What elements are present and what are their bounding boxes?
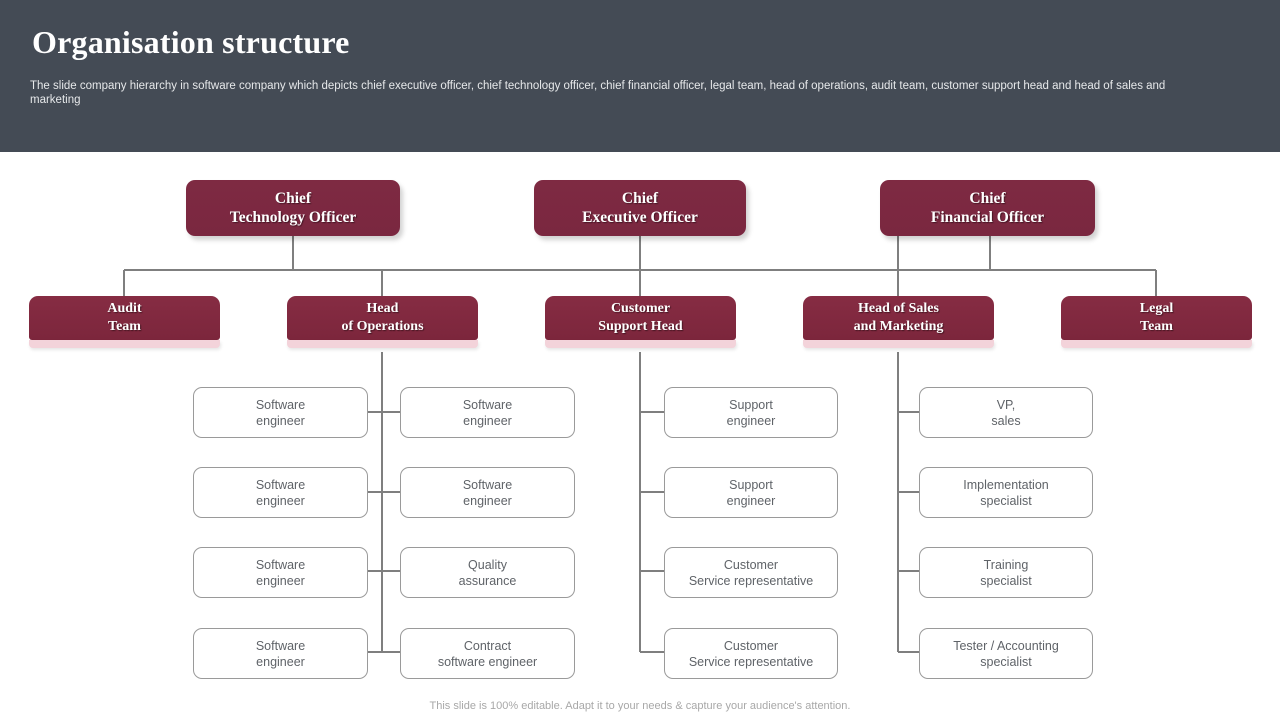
leaf-line-1: Software	[255, 397, 306, 412]
leaf-line-1: Software	[462, 477, 513, 492]
page-subtitle: The slide company hierarchy in software …	[30, 80, 1166, 106]
node-head-of-operations[interactable]: Head of Operations	[287, 296, 478, 348]
leaf-line-2: assurance	[458, 573, 517, 588]
node-line-2: Executive Officer	[582, 209, 698, 226]
leaf-line-1: Software	[255, 477, 306, 492]
node-line-1: Audit	[107, 301, 142, 316]
leaf-line-2: specialist	[980, 573, 1032, 588]
leaf-node[interactable]: Software engineer	[193, 628, 368, 679]
leaf-node[interactable]: Software engineer	[400, 387, 575, 438]
leaf-line-1: Quality	[468, 557, 507, 572]
page-title: Organisation structure	[32, 24, 350, 60]
footer-note: This slide is 100% editable. Adapt it to…	[429, 700, 851, 712]
leaf-node[interactable]: Tester / Accounting specialist	[919, 628, 1093, 679]
leaf-node[interactable]: Software engineer	[193, 467, 368, 518]
node-line-2: of Operations	[341, 319, 424, 334]
node-line-1: Head	[366, 301, 399, 316]
leaf-line-2: specialist	[980, 493, 1032, 508]
leaf-line-2: Service representative	[688, 654, 814, 669]
leaf-line-2: Service representative	[688, 573, 814, 588]
node-line-2: Support Head	[598, 319, 683, 334]
node-chief-financial-officer[interactable]: Chief Financial Officer	[880, 180, 1095, 236]
node-line-1: Legal	[1139, 301, 1174, 316]
leaf-line-2: engineer	[256, 573, 305, 588]
node-accent-strip	[1061, 340, 1252, 348]
leaf-node[interactable]: Customer Service representative	[664, 547, 838, 598]
node-chief-executive-officer[interactable]: Chief Executive Officer	[534, 180, 746, 236]
leaf-line-1: Contract	[463, 638, 512, 653]
leaf-line-2: engineer	[463, 413, 512, 428]
leaf-node[interactable]: Contract software engineer	[400, 628, 575, 679]
node-accent-strip	[287, 340, 478, 348]
leaf-line-2: engineer	[256, 413, 305, 428]
node-line-2: and Marketing	[853, 319, 944, 334]
node-chief-technology-officer[interactable]: Chief Technology Officer	[186, 180, 400, 236]
leaf-line-1: Support	[729, 477, 773, 492]
leaf-line-2: engineer	[256, 493, 305, 508]
node-accent-strip	[545, 340, 736, 348]
leaf-node[interactable]: Implementation specialist	[919, 467, 1093, 518]
node-line-1: Chief	[969, 190, 1006, 207]
leaf-line-2: engineer	[463, 493, 512, 508]
node-accent-strip	[803, 340, 994, 348]
leaf-node[interactable]: Training specialist	[919, 547, 1093, 598]
node-legal-team[interactable]: Legal Team	[1061, 296, 1252, 348]
node-line-2: Technology Officer	[229, 209, 357, 226]
node-accent-strip	[29, 340, 220, 348]
node-line-1: Customer	[610, 301, 671, 316]
leaf-line-1: Training	[983, 557, 1029, 572]
leaf-line-1: Software	[255, 557, 306, 572]
leaf-node[interactable]: Software engineer	[400, 467, 575, 518]
leaf-line-1: Customer	[723, 557, 779, 572]
node-line-1: Chief	[621, 190, 659, 207]
leaf-line-1: Tester / Accounting	[953, 638, 1059, 653]
node-line-2: Team	[108, 319, 141, 334]
leaf-node[interactable]: Software engineer	[193, 387, 368, 438]
leaf-line-2: sales	[991, 413, 1021, 428]
leaf-line-1: Implementation	[963, 477, 1049, 492]
leaf-node[interactable]: VP, sales	[919, 387, 1093, 438]
node-head-of-operations-body: Head of Operations	[287, 296, 478, 340]
node-customer-support-head-body: Customer Support Head	[545, 296, 736, 340]
leaf-node[interactable]: Support engineer	[664, 387, 838, 438]
leaf-line-1: Software	[462, 397, 513, 412]
slide-header: Organisation structure The slide company…	[0, 0, 1280, 152]
node-audit-team-body: Audit Team	[29, 296, 220, 340]
leaf-line-1: Support	[729, 397, 773, 412]
node-head-of-sales-and-marketing-body: Head of Sales and Marketing	[803, 296, 994, 340]
node-line-2: Team	[1140, 319, 1173, 334]
leaf-line-1: Customer	[723, 638, 779, 653]
leaf-line-2: software engineer	[437, 654, 538, 669]
leaf-node[interactable]: Software engineer	[193, 547, 368, 598]
leaf-line-2: engineer	[256, 654, 305, 669]
node-audit-team[interactable]: Audit Team	[29, 296, 220, 348]
node-line-1: Head of Sales	[858, 301, 939, 316]
node-legal-team-body: Legal Team	[1061, 296, 1252, 340]
leaf-line-2: engineer	[726, 413, 776, 428]
leaf-node[interactable]: Customer Service representative	[664, 628, 838, 679]
leaf-line-2: engineer	[726, 493, 776, 508]
leaf-line-1: Software	[255, 638, 306, 653]
leaf-node[interactable]: Support engineer	[664, 467, 838, 518]
node-customer-support-head[interactable]: Customer Support Head	[545, 296, 736, 348]
node-line-2: Financial Officer	[930, 209, 1045, 226]
leaf-line-2: specialist	[980, 654, 1032, 669]
leaf-node[interactable]: Quality assurance	[400, 547, 575, 598]
leaf-line-1: VP,	[996, 397, 1016, 412]
node-head-of-sales-and-marketing[interactable]: Head of Sales and Marketing	[803, 296, 994, 348]
node-line-1: Chief	[274, 190, 312, 207]
